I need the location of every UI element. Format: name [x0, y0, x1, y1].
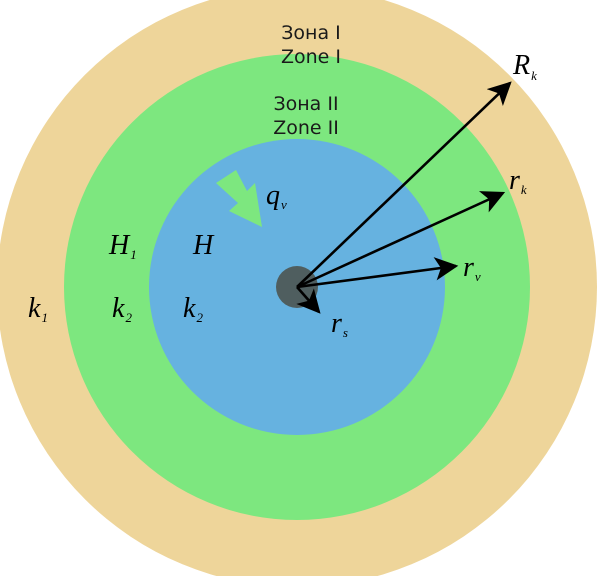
symbol-rs: rs [331, 308, 348, 340]
symbol-qv: qv [266, 180, 287, 212]
symbol-k2-inner: k2 [183, 293, 203, 325]
flow-arrow-icon [216, 170, 262, 227]
symbol-k1: k1 [28, 293, 48, 325]
symbol-rv: rv [463, 252, 481, 284]
radius-arrow-rs [296, 286, 321, 314]
symbol-Rk: Rk [512, 50, 537, 83]
symbol-rk: rk [509, 165, 527, 197]
symbol-H: H [192, 230, 215, 261]
radius-arrow-Rk [296, 81, 512, 288]
zone-1-label-ru: Зона I [281, 22, 341, 44]
zone-1-label-en: Zone I [281, 46, 341, 68]
radius-arrow-rk [296, 191, 506, 289]
radius-arrow-rv [296, 257, 459, 289]
zone-2-label-ru: Зона II [273, 93, 338, 115]
symbol-k2-middle: k2 [112, 293, 132, 325]
zone-2-label-en: Zone II [273, 117, 339, 139]
symbol-H1: H1 [108, 230, 137, 262]
